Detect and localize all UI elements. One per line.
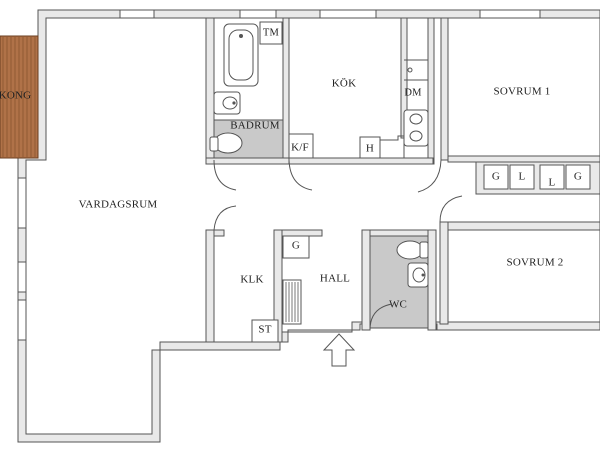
st-label: ST xyxy=(258,324,271,336)
kok-label: KÖK xyxy=(332,78,356,90)
klk-fixtures: ST KLK xyxy=(240,274,279,343)
h-label: H xyxy=(366,143,374,155)
wardrobe-label: L xyxy=(519,171,526,183)
sovrum1-label: SOVRUM 1 xyxy=(494,86,551,98)
wc-label: WC xyxy=(389,299,407,311)
klk-label: KLK xyxy=(240,274,263,286)
wardrobe-box xyxy=(509,164,535,190)
entrance-arrow-icon xyxy=(322,333,356,367)
wardrobe-label: L xyxy=(549,177,556,189)
balcony-label: KONG xyxy=(0,90,31,102)
tm-label: TM xyxy=(263,27,280,38)
wardrobe-label: G xyxy=(574,171,582,183)
hall-fixtures: G HALL xyxy=(282,235,350,325)
kitchen-fixtures: K/F H DM KÖK xyxy=(288,59,429,159)
washing-machine-box xyxy=(259,21,283,45)
wardrobe-box xyxy=(565,164,591,190)
bathtub-inner xyxy=(228,29,254,81)
wardrobe-box xyxy=(483,164,509,190)
hall-wardrobe-box xyxy=(282,235,310,259)
wc-fixtures: WC xyxy=(389,240,429,311)
counter-outline xyxy=(379,135,405,158)
wardrobe-label: G xyxy=(492,171,500,183)
dm-label: DM xyxy=(404,87,422,98)
fridge-box xyxy=(288,133,314,159)
vardagsrum-label: VARDAGSRUM xyxy=(79,199,158,211)
hall-label: HALL xyxy=(320,273,350,285)
sovrum2-label: SOVRUM 2 xyxy=(507,257,564,269)
door-swings xyxy=(213,159,463,331)
g-hall-label: G xyxy=(292,240,300,252)
storage-box xyxy=(251,319,279,343)
wardrobe-box xyxy=(539,164,565,190)
wc-toilet-icon xyxy=(396,240,424,260)
bathroom-fixtures: TM BADRUM xyxy=(209,21,283,154)
kf-label: K/F xyxy=(291,142,309,154)
balcony: KONG xyxy=(0,35,39,159)
badrum-label: BADRUM xyxy=(230,120,280,132)
